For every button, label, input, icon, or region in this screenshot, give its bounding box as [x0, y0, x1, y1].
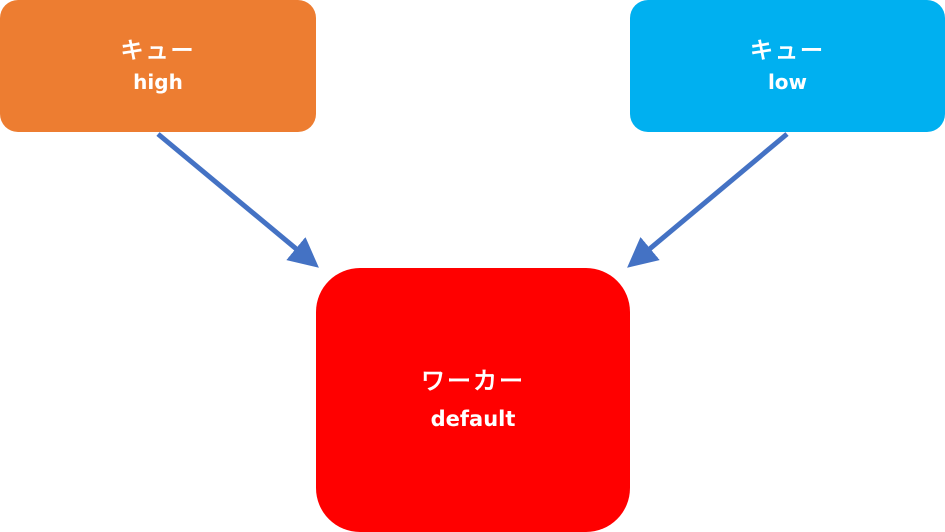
worker-name: default — [430, 407, 516, 432]
queue-low-node: キュー low — [630, 0, 945, 132]
queue-high-node: キュー high — [0, 0, 316, 132]
worker-title: ワーカー — [421, 367, 525, 396]
queue-high-title: キュー — [120, 37, 196, 64]
queue-high-name: high — [133, 70, 183, 95]
queue-low-title: キュー — [750, 37, 825, 64]
arrow-low-to-worker — [627, 132, 789, 268]
worker-node: ワーカー default — [316, 268, 630, 532]
queue-low-name: low — [767, 70, 808, 95]
arrow-high-to-worker — [156, 132, 319, 268]
